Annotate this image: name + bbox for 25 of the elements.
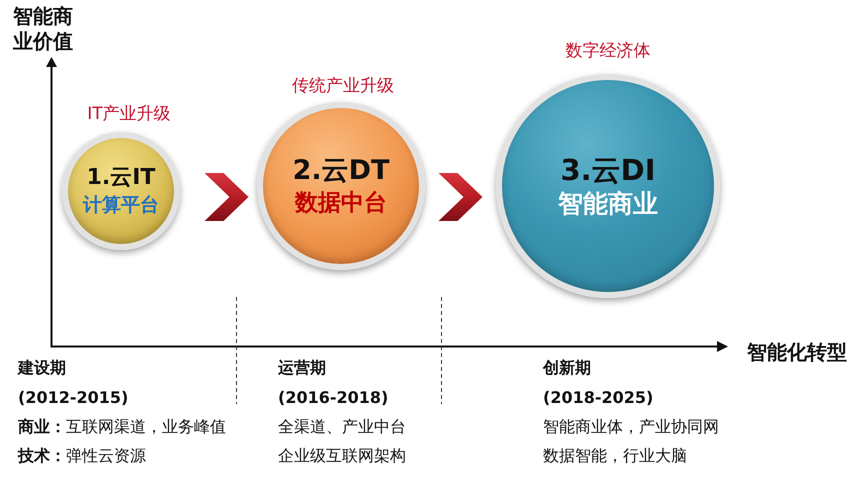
circle-title: 3.云DI	[560, 152, 656, 188]
phase-note: 商业：互联网渠道，业务峰值	[18, 417, 226, 437]
axis-label: 智能商业价值	[13, 4, 74, 54]
phase-years: (2016-2018)	[278, 388, 388, 408]
circle-title: 2.云DT	[292, 154, 390, 188]
phase-note: 技术：弹性云资源	[18, 446, 146, 466]
phase-note: 企业级互联网架构	[278, 446, 406, 466]
phase-heading: 创新期	[543, 358, 591, 378]
phase-years: (2012-2015)	[18, 388, 128, 408]
stage-caption: IT产业升级	[87, 103, 171, 125]
circle-title: 1.云IT	[86, 164, 156, 192]
circle-subtitle: 数据中台	[295, 189, 387, 218]
circle-subtitle: 计算平台	[83, 193, 159, 218]
phase-note: 智能商业体，产业协同网	[543, 417, 719, 437]
phase-note: 数据智能，行业大脑	[543, 446, 687, 466]
stage-caption: 传统产业升级	[292, 75, 394, 97]
phase-note: 全渠道、产业中台	[278, 417, 406, 437]
phase-heading: 建设期	[18, 358, 66, 378]
chevron-arrow	[204, 173, 248, 221]
phase-heading: 运营期	[278, 358, 326, 378]
stage-caption: 数字经济体	[566, 40, 650, 62]
axis-label: 智能化转型	[747, 339, 847, 365]
chevron-arrow	[438, 173, 482, 221]
circle-subtitle: 智能商业	[558, 188, 658, 220]
phase-years: (2018-2025)	[543, 388, 654, 408]
